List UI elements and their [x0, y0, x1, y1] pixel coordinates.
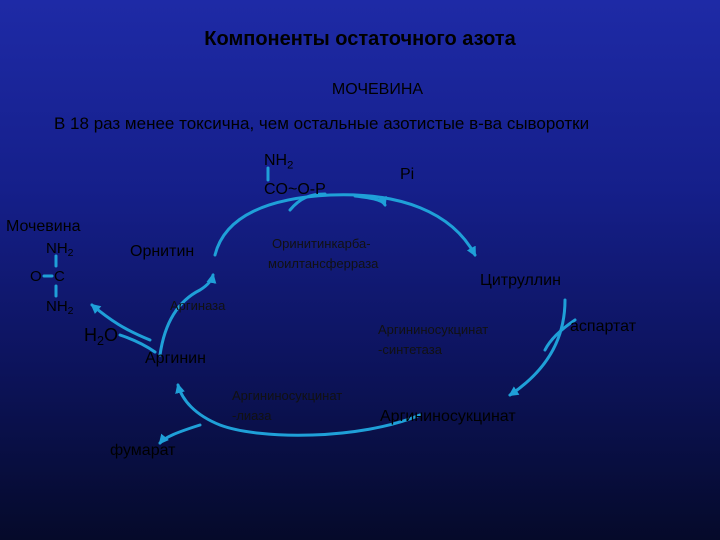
urea-nh2-top: NH2 — [46, 240, 74, 260]
asl-enzyme-line2: -лиаза — [232, 408, 272, 423]
urea-label: Мочевина — [6, 218, 81, 235]
enzyme-otc-line2: моилтансферраза — [268, 256, 379, 271]
arrow-fumarate-out — [158, 423, 202, 445]
citrulline-label: Цитруллин — [480, 272, 561, 289]
subtitle: МОЧЕВИНА — [331, 81, 424, 98]
enzyme-otc-line1: Оринитинкарба- — [272, 236, 371, 251]
aspartate-label: аспартат — [570, 318, 637, 335]
arc-argininosuccinate-to-arginine — [175, 383, 422, 437]
ornithine-label: Орнитин — [130, 243, 195, 260]
urea-carbon: C — [54, 268, 65, 285]
arc-arginine-to-ornithine — [158, 273, 217, 357]
urea-oxygen: O — [30, 268, 42, 285]
carbamoyl-formula: CO~O-P — [264, 181, 326, 198]
urea-nh2-bottom: NH2 — [46, 298, 74, 318]
argininosuccinate-label: Аргининосукцинат — [380, 408, 516, 425]
water-label: H2O — [84, 325, 119, 348]
fumarate-label: фумарат — [110, 442, 176, 459]
arginase-label: Аргиназа — [170, 298, 226, 313]
lead-text: В 18 раз менее токсична, чем остальные а… — [54, 114, 590, 133]
arc-ornithine-to-citrulline — [213, 193, 477, 257]
arginine-label: Аргинин — [145, 350, 206, 367]
arrow-urea-out — [90, 303, 152, 342]
phosphate-label: Pi — [400, 166, 415, 183]
arc-citrulline-to-argininosuccinate — [508, 298, 567, 397]
arrow-aspartate-in — [543, 318, 577, 352]
page-title: Компоненты остаточного азота — [204, 28, 516, 50]
arrow-water-in — [118, 333, 157, 354]
carbamoyl-nh2: NH2 — [264, 152, 294, 172]
ass-enzyme-line2: -синтетаза — [378, 342, 442, 357]
asl-enzyme-line1: Аргининосукцинат — [232, 388, 343, 403]
ass-enzyme-line1: Аргининосукцинат — [378, 322, 489, 337]
